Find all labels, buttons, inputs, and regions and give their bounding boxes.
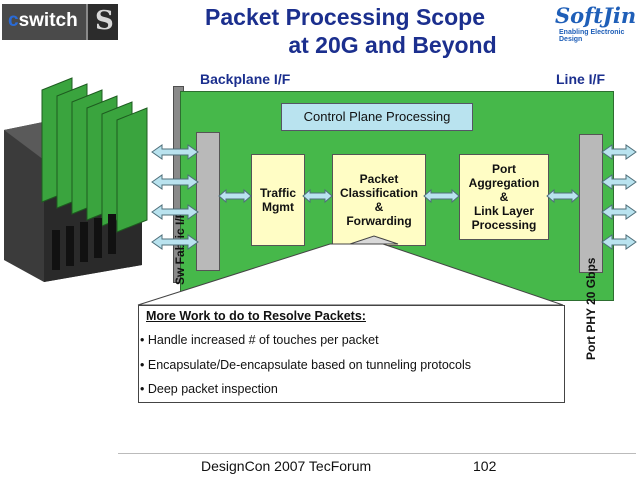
line-interface-label: Line I/F: [556, 71, 605, 87]
traffic-mgmt-block: Traffic Mgmt: [251, 154, 305, 246]
callout-item: • Encapsulate/De-encapsulate based on tu…: [140, 358, 471, 372]
callout-pointer-tip: [349, 235, 399, 245]
callout-item: • Deep packet inspection: [140, 382, 278, 396]
packet-line: Packet: [359, 172, 399, 186]
callout-heading: More Work to do to Resolve Packets:: [146, 309, 366, 323]
cswitch-mark-icon: S: [86, 4, 118, 40]
logo-prefix: c: [8, 10, 19, 31]
port-aggregation-block: Port Aggregation & Link Layer Processing: [459, 154, 549, 240]
right-arrow-1: [601, 144, 637, 160]
packet-classification-block: Packet Classification & Forwarding: [332, 154, 426, 246]
title-line-1: Packet Processing Scope: [205, 4, 485, 30]
left-arrow-3: [151, 204, 199, 220]
port-phy-arrow: [546, 188, 580, 204]
softjin-logo: SoftJin Enabling Electronic Design: [549, 3, 637, 43]
packet-port-arrow: [423, 188, 460, 204]
port-line: Port: [491, 162, 516, 176]
traffic-packet-arrow: [302, 188, 333, 204]
softjin-tagline: Enabling Electronic Design: [559, 29, 625, 43]
footer-divider: [118, 453, 636, 454]
softjin-name: SoftJin: [555, 3, 637, 28]
port-line: Aggregation: [468, 176, 540, 190]
logo-text: switch: [18, 10, 78, 31]
left-arrow-4: [151, 234, 199, 250]
slide-title: Packet Processing Scope at 20G and Beyon…: [150, 3, 540, 59]
fabric-traffic-arrow: [218, 188, 252, 204]
callout-item: • Handle increased # of touches per pack…: [140, 333, 379, 347]
cswitch-logo: cswitch S: [2, 4, 118, 40]
switch-fabric-interface: [196, 132, 220, 271]
callout-box: [138, 305, 565, 403]
port-line: Link Layer: [473, 204, 534, 218]
left-arrow-2: [151, 174, 199, 190]
right-arrow-4: [601, 234, 637, 250]
right-arrow-2: [601, 174, 637, 190]
chassis-illustration: [4, 77, 148, 282]
callout-pointer: [137, 243, 564, 306]
right-arrow-3: [601, 204, 637, 220]
packet-line: &: [374, 200, 384, 214]
traffic-line: Mgmt: [261, 200, 294, 214]
footer-text: DesignCon 2007 TecForum: [201, 458, 372, 474]
page-number: 102: [473, 458, 497, 474]
port-phy-interface: [579, 134, 603, 273]
packet-line: Classification: [339, 186, 419, 200]
backplane-label: Backplane I/F: [200, 71, 291, 87]
port-line: &: [499, 190, 509, 204]
control-plane-block: Control Plane Processing: [281, 103, 473, 131]
title-line-2: at 20G and Beyond: [288, 32, 497, 58]
left-arrow-1: [151, 144, 199, 160]
port-line: Processing: [471, 218, 537, 232]
packet-line: Forwarding: [346, 214, 412, 228]
traffic-line: Traffic: [259, 186, 296, 200]
